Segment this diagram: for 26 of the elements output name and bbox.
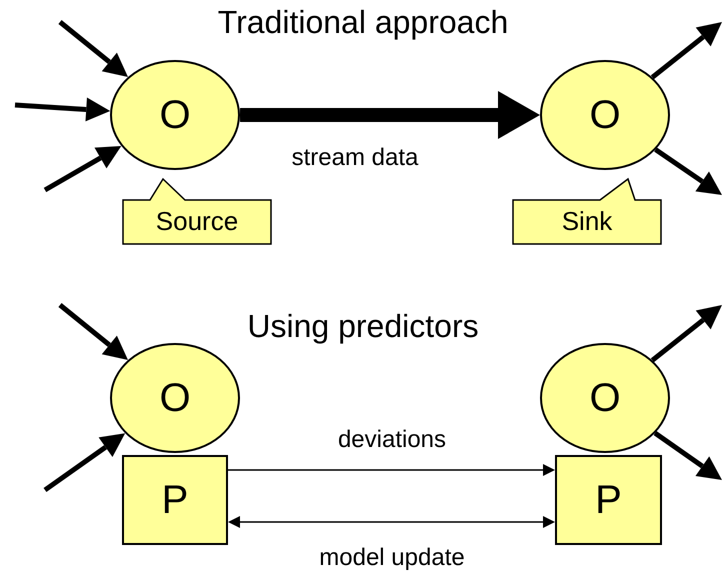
arrow (240, 91, 540, 139)
arrow (58, 20, 128, 77)
arrow (228, 464, 555, 476)
node-label: O (159, 376, 191, 420)
node-label: P (162, 478, 188, 522)
arrow (58, 303, 128, 360)
arrow (650, 22, 722, 80)
callout-box (512, 178, 662, 245)
node-label: Source (156, 206, 238, 237)
arrow (654, 148, 722, 195)
predictor-box (555, 455, 662, 545)
arrow (44, 146, 122, 192)
arrow (654, 431, 722, 480)
node-label: Sink (562, 206, 612, 237)
double-arrow (228, 516, 555, 528)
arrow (44, 433, 126, 492)
title: Traditional approach (218, 4, 508, 41)
callout-box (122, 178, 272, 245)
node-label: O (589, 376, 621, 420)
arrow (14, 97, 110, 122)
section-heading: Using predictors (247, 308, 479, 345)
arrow (650, 305, 722, 362)
node-label: O (159, 92, 191, 138)
node-label: P (595, 478, 622, 522)
predictor-box (122, 455, 228, 545)
node-label: O (589, 92, 621, 138)
